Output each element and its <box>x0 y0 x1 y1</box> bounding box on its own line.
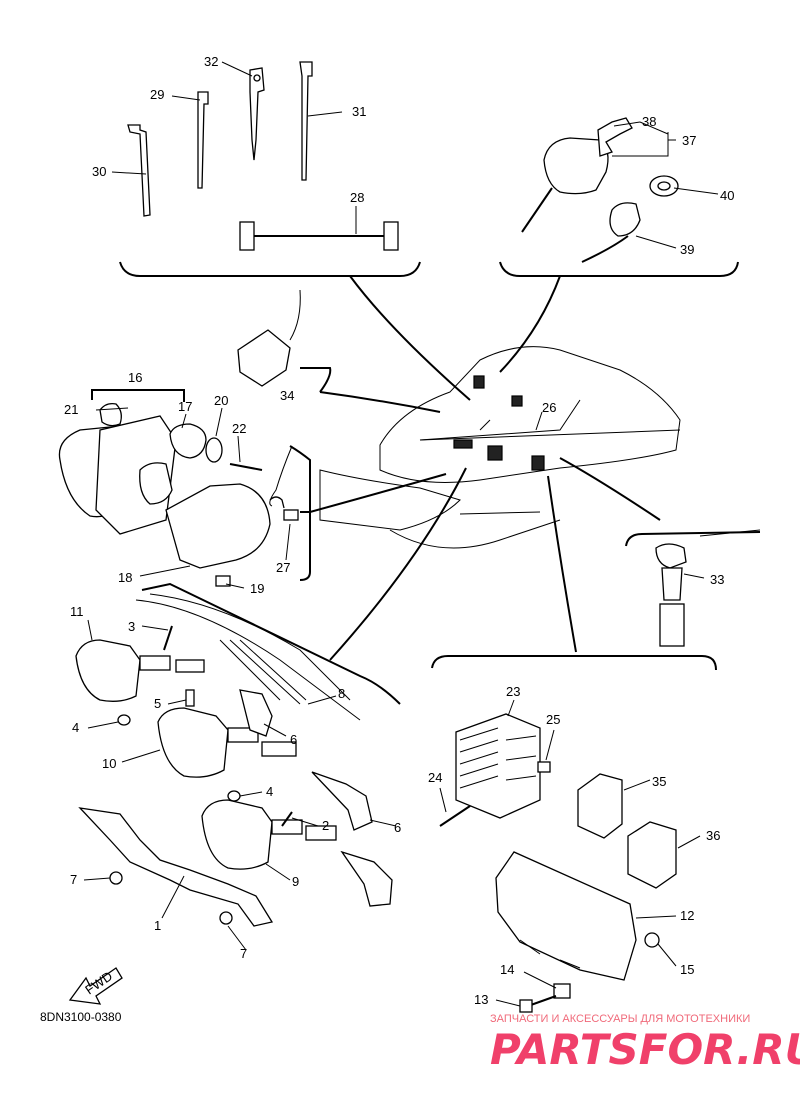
leader-lines <box>300 275 661 661</box>
callout-19: 19 <box>250 581 264 596</box>
callout-29: 29 <box>150 87 164 102</box>
callout-12: 12 <box>680 908 694 923</box>
callout-20: 20 <box>214 393 228 408</box>
cable-ties-group <box>119 61 421 277</box>
callout-8: 8 <box>338 686 345 701</box>
main-switch-group <box>499 117 739 277</box>
callout-6b: 6 <box>394 820 401 835</box>
callout-2: 2 <box>322 818 329 833</box>
callout-38: 38 <box>642 114 656 129</box>
callout-10: 10 <box>102 756 116 771</box>
callout-22: 22 <box>232 421 246 436</box>
callout-5: 5 <box>154 696 161 711</box>
watermark-subtitle: ЗАПЧАСТИ И АКСЕССУАРЫ ДЛЯ МОТОТЕХНИКИ <box>490 1013 750 1025</box>
callout-37: 37 <box>682 133 696 148</box>
callout-16: 16 <box>128 370 142 385</box>
part-33 <box>625 529 761 647</box>
callout-28: 28 <box>350 190 364 205</box>
callout-leaders <box>83 61 719 1007</box>
callout-15: 15 <box>680 962 694 977</box>
callout-30: 30 <box>92 164 106 179</box>
vehicle-outline <box>319 346 681 549</box>
callout-1: 1 <box>154 918 161 933</box>
callout-9: 9 <box>292 874 299 889</box>
callout-26: 26 <box>542 400 556 415</box>
callout-33: 33 <box>710 572 724 587</box>
callout-31: 31 <box>352 104 366 119</box>
part-34 <box>237 289 301 387</box>
callout-14: 14 <box>500 962 514 977</box>
callout-36: 36 <box>706 828 720 843</box>
callout-40: 40 <box>720 188 734 203</box>
callout-13: 13 <box>474 992 488 1007</box>
callout-24: 24 <box>428 770 442 785</box>
callout-39: 39 <box>680 242 694 257</box>
callout-labels: 32 29 31 30 28 38 37 40 39 34 16 21 17 2… <box>64 54 734 1007</box>
callout-3: 3 <box>128 619 135 634</box>
callout-25: 25 <box>546 712 560 727</box>
callout-34: 34 <box>280 388 294 403</box>
callout-11: 11 <box>70 604 84 619</box>
callout-7b: 7 <box>240 946 247 961</box>
callout-4a: 4 <box>72 720 79 735</box>
callout-4b: 4 <box>266 784 273 799</box>
cdi-regulator-group <box>431 655 717 1013</box>
callout-6a: 6 <box>290 732 297 747</box>
callout-18: 18 <box>118 570 132 585</box>
callout-17: 17 <box>178 399 192 414</box>
callout-27: 27 <box>276 560 290 575</box>
callout-23: 23 <box>506 684 520 699</box>
callout-32: 32 <box>204 54 218 69</box>
callout-35: 35 <box>652 774 666 789</box>
diagram-code: 8DN3100-0380 <box>40 1010 122 1024</box>
starter-relay-group <box>58 389 311 587</box>
callout-7a: 7 <box>70 872 77 887</box>
ignition-coils-group <box>68 582 401 1005</box>
watermark-brand: PARTSFOR.RU <box>490 1025 800 1074</box>
callout-21: 21 <box>64 402 78 417</box>
